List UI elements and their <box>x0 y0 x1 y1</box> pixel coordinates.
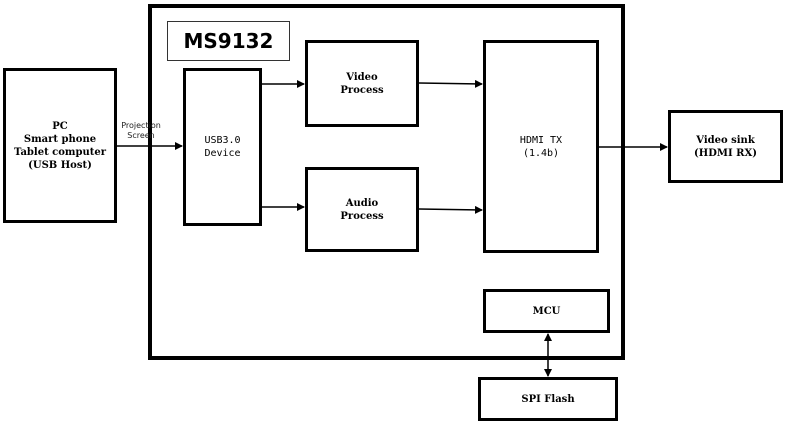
mcu-label: MCU <box>532 305 561 317</box>
audio-process-label: Audio Process <box>340 197 384 222</box>
ms9132-chip-boundary <box>148 4 625 360</box>
usb-host-label: PC Smart phone Tablet computer (USB Host… <box>13 120 107 171</box>
audio-process-block: Audio Process <box>305 167 419 252</box>
projection-screen-label: Projection Screen <box>121 121 161 140</box>
video-process-label: Video Process <box>340 71 384 96</box>
mcu-block: MCU <box>483 289 610 333</box>
chip-name-text: MS9132 <box>183 29 274 53</box>
usb-device-block: USB3.0 Device <box>183 68 262 226</box>
hdmi-tx-label: HDMI TX (1.4b) <box>519 134 563 159</box>
arrow-audio-to-hdmi <box>418 205 483 214</box>
spi-flash-label: SPI Flash <box>521 393 575 405</box>
usb-host-block: PC Smart phone Tablet computer (USB Host… <box>3 68 117 223</box>
hdmi-tx-block: HDMI TX (1.4b) <box>483 40 599 253</box>
video-sink-label: Video sink (HDMI RX) <box>694 134 757 159</box>
video-process-block: Video Process <box>305 40 419 127</box>
arrow-video-to-hdmi <box>418 79 483 88</box>
chip-name-label: MS9132 <box>167 21 290 61</box>
usb-device-label: USB3.0 Device <box>204 135 241 159</box>
spi-flash-block: SPI Flash <box>478 377 618 421</box>
video-sink-block: Video sink (HDMI RX) <box>668 110 783 183</box>
